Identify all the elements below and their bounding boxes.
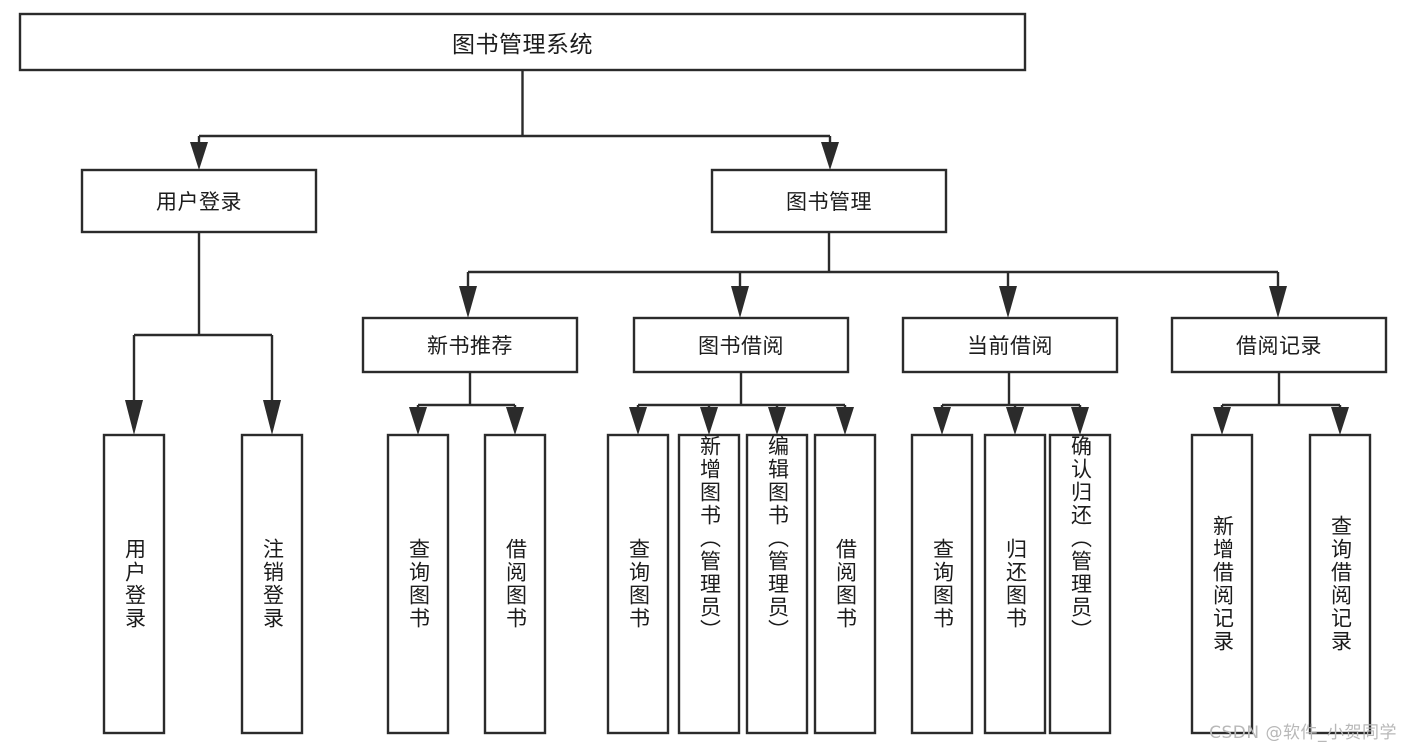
arrow-head-leaf-user-login [125, 400, 143, 435]
node-box-book-management[interactable] [710, 168, 948, 234]
arrow-head-book-management [821, 142, 839, 170]
arrow-head-leaf-query-book-2 [629, 407, 647, 435]
node-box-leaf-query-borrow-record[interactable] [1308, 433, 1372, 735]
node-box-new-book-recommend[interactable] [361, 316, 579, 374]
node-box-current-borrow[interactable] [901, 316, 1119, 374]
arrow-head-new-book-recommend [459, 286, 477, 318]
arrow-head-leaf-query-book-3 [933, 407, 951, 435]
node-box-leaf-return-book[interactable] [983, 433, 1047, 735]
connector-group-book-management [459, 232, 1287, 318]
connector-group-root [190, 70, 839, 170]
node-box-leaf-add-book-admin[interactable] [677, 433, 741, 735]
arrow-head-leaf-query-book-1 [409, 407, 427, 435]
node-box-leaf-user-login[interactable] [102, 433, 166, 735]
node-box-leaf-add-borrow-record[interactable] [1190, 433, 1254, 735]
node-box-leaf-query-book-3[interactable] [910, 433, 974, 735]
arrow-head-leaf-edit-book-admin [768, 407, 786, 435]
arrow-head-leaf-add-book-admin [700, 407, 718, 435]
arrow-head-borrow-record [1269, 286, 1287, 318]
connector-group-current-borrow [933, 372, 1089, 435]
arrow-head-current-borrow [999, 286, 1017, 318]
connector-group-new-book-recommend [409, 372, 524, 435]
node-box-leaf-user-logout[interactable] [240, 433, 304, 735]
node-box-user-login[interactable] [80, 168, 318, 234]
node-box-leaf-borrow-book-2[interactable] [813, 433, 877, 735]
arrow-head-user-login [190, 142, 208, 170]
node-box-leaf-query-book-2[interactable] [606, 433, 670, 735]
arrow-head-leaf-user-logout [263, 400, 281, 435]
arrow-head-leaf-query-borrow-record [1331, 407, 1349, 435]
node-box-borrow-record[interactable] [1170, 316, 1388, 374]
node-box-leaf-confirm-return-admin[interactable] [1048, 433, 1112, 735]
arrow-head-leaf-add-borrow-record [1213, 407, 1231, 435]
connector-group-user-login [125, 232, 281, 435]
watermark-text: CSDN @软件_小贺同学 [1209, 723, 1397, 743]
arrow-head-leaf-return-book [1006, 407, 1024, 435]
node-box-leaf-query-book-1[interactable] [386, 433, 450, 735]
connector-group-borrow-record [1213, 372, 1349, 435]
connector-group-book-borrow [629, 372, 854, 435]
node-box-leaf-edit-book-admin[interactable] [745, 433, 809, 735]
arrow-head-leaf-borrow-book-1 [506, 407, 524, 435]
arrow-head-book-borrow [731, 286, 749, 318]
node-box-book-borrow[interactable] [632, 316, 850, 374]
node-box-root[interactable] [18, 12, 1027, 72]
arrow-head-leaf-borrow-book-2 [836, 407, 854, 435]
node-box-leaf-borrow-book-1[interactable] [483, 433, 547, 735]
arrow-head-leaf-confirm-return-admin [1071, 407, 1089, 435]
